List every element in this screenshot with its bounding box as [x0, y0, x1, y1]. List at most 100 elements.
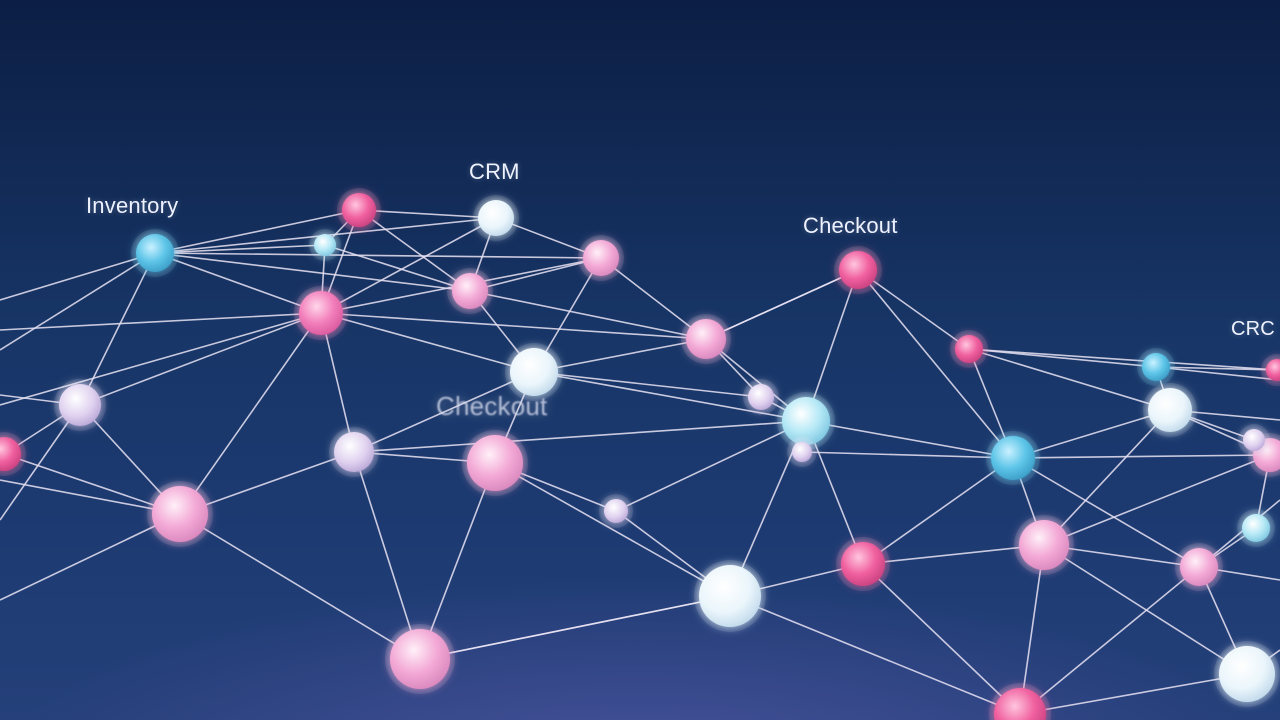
label-crm-edge: CRC	[1231, 318, 1275, 340]
network-edge	[469, 290, 707, 340]
network-edge	[600, 257, 707, 340]
network-edge	[419, 595, 731, 660]
network-edge	[862, 563, 1021, 715]
network-node	[0, 437, 21, 471]
network-edge	[533, 371, 762, 398]
network-node	[955, 335, 983, 363]
network-edge	[358, 209, 471, 292]
network-edge	[0, 312, 322, 331]
network-node	[467, 435, 523, 491]
network-edge	[805, 269, 859, 422]
network-edge	[1155, 366, 1280, 381]
network-node	[59, 384, 101, 426]
network-edge	[533, 371, 807, 422]
network-edge	[358, 209, 497, 219]
network-edge	[320, 312, 355, 453]
network-edge	[615, 420, 807, 512]
network-edge	[857, 269, 970, 350]
network-edge	[0, 252, 156, 301]
network-node	[152, 486, 208, 542]
network-node	[342, 193, 376, 227]
network-node	[994, 688, 1046, 720]
network-node	[1242, 514, 1270, 542]
network-edge	[862, 457, 1014, 565]
network-edge	[968, 348, 1157, 368]
network-node	[510, 348, 558, 396]
label-checkout-faded: Checkout	[436, 391, 548, 421]
network-edge	[324, 244, 471, 292]
label-inventory: Inventory	[86, 193, 179, 218]
network-node	[1180, 548, 1218, 586]
network-edge	[1043, 409, 1171, 546]
network-edge	[179, 513, 421, 660]
network-edge	[154, 209, 360, 254]
network-node	[390, 629, 450, 689]
label-checkout: Checkout	[803, 213, 898, 238]
network-node	[748, 384, 774, 410]
network-node	[314, 234, 336, 256]
network-edge	[320, 312, 535, 373]
network-edge	[1043, 454, 1271, 546]
network-node	[792, 442, 812, 462]
network-edge	[495, 217, 602, 259]
network-edge	[320, 312, 707, 340]
network-node	[1243, 429, 1265, 451]
network-edge	[0, 404, 81, 521]
network-edge	[353, 451, 421, 660]
network-edge	[353, 420, 807, 453]
network-node	[1219, 646, 1275, 702]
network-edge	[862, 544, 1045, 565]
network-edge	[320, 217, 497, 314]
network-node	[991, 436, 1035, 480]
network-node	[1019, 520, 1069, 570]
network-edge	[533, 338, 707, 373]
network-node	[839, 251, 877, 289]
network-edge	[0, 312, 322, 406]
network-edge	[1012, 409, 1171, 459]
network-node	[136, 234, 174, 272]
network-edge	[494, 462, 731, 597]
network-node	[334, 432, 374, 472]
network-edge	[0, 252, 156, 351]
network-edge	[419, 462, 496, 660]
label-crm: CRM	[469, 159, 520, 184]
network-node	[452, 273, 488, 309]
network-edge	[968, 348, 1171, 411]
network-node	[1142, 353, 1170, 381]
network-edge	[0, 479, 181, 515]
network-edge	[968, 348, 1278, 371]
network-edge	[154, 252, 471, 292]
network-node	[699, 565, 761, 627]
network-edge	[1019, 673, 1248, 715]
network-edge	[729, 595, 1021, 715]
network-edge	[0, 513, 181, 601]
network-edge	[1012, 454, 1271, 459]
network-edge	[1019, 544, 1045, 715]
network-edge	[179, 312, 322, 515]
network-edge	[801, 451, 1014, 459]
network-edge	[79, 252, 156, 406]
network-edge	[154, 252, 322, 314]
network-edge	[1043, 544, 1200, 568]
network-node	[583, 240, 619, 276]
network-edge	[1043, 544, 1248, 675]
network-edge	[154, 244, 326, 254]
network-edge	[1155, 366, 1278, 371]
node-layer	[0, 188, 1280, 720]
network-node	[782, 397, 830, 445]
network-edge	[353, 371, 535, 453]
network-edge	[1019, 566, 1200, 715]
network-edge	[469, 257, 602, 292]
network-edge	[705, 269, 859, 340]
network-edge	[805, 420, 1014, 459]
network-node	[841, 542, 885, 586]
network-node	[1266, 359, 1280, 381]
network-edge	[179, 451, 355, 515]
network-node	[299, 291, 343, 335]
network-node	[478, 200, 514, 236]
edge-layer	[0, 209, 1280, 715]
network-edge	[3, 453, 181, 515]
network-edge	[805, 420, 864, 565]
